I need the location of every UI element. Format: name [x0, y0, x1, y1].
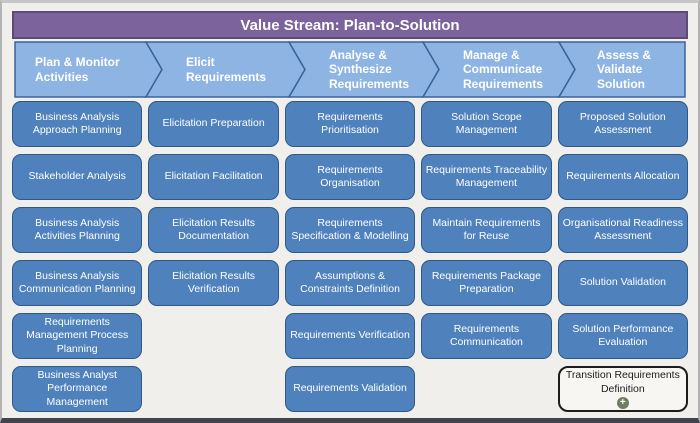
task-box[interactable]: Requirements Communication — [421, 313, 552, 359]
task-box[interactable]: Requirements Organisation — [284, 154, 416, 200]
task-box[interactable]: Maintain Requirements for Reuse — [421, 207, 552, 253]
banner: Value Stream: Plan-to-Solution — [12, 11, 688, 39]
column-analyse: Requirements Prioritisation Requirements… — [284, 101, 416, 412]
task-box[interactable]: Requirements Verification — [284, 313, 416, 359]
plus-circle-icon[interactable]: + — [616, 396, 629, 409]
task-box[interactable]: Requirements Specification & Modelling — [284, 207, 416, 253]
task-box[interactable]: Requirements Prioritisation — [284, 101, 416, 147]
transition-requirements-box[interactable]: Transition Requirements Definition + — [557, 366, 689, 412]
task-box[interactable]: Stakeholder Analysis — [12, 154, 143, 200]
task-box[interactable]: Requirements Allocation — [557, 154, 689, 200]
task-box[interactable]: Business Analysis Communication Planning — [12, 260, 143, 306]
task-box[interactable]: Solution Performance Evaluation — [557, 313, 689, 359]
transition-label: Transition Requirements Definition — [565, 369, 680, 395]
phase-plan-monitor-activities[interactable]: Plan & Monitor Activities — [35, 55, 120, 84]
column-elicit: Elicitation Preparation Elicitation Faci… — [148, 101, 279, 412]
phase-elicit-requirements[interactable]: Elicit Requirements — [186, 55, 267, 84]
page-title: Value Stream: Plan-to-Solution — [240, 16, 460, 34]
task-box[interactable]: Requirements Management Process Planning — [12, 313, 143, 359]
task-box[interactable]: Business Analyst Performance Management — [12, 366, 143, 412]
phase-band: Plan & Monitor Activities Elicit Require… — [14, 41, 686, 98]
task-box[interactable]: Business Analysis Approach Planning — [12, 101, 143, 147]
task-grid: Business Analysis Approach Planning Stak… — [2, 97, 698, 412]
task-box[interactable]: Elicitation Results Documentation — [148, 207, 279, 253]
phase-analyse-synthesize[interactable]: Analyse & Synthesize Requirements — [329, 47, 410, 91]
phase-manage-communicate[interactable]: Manage & Communicate Requirements — [463, 47, 544, 91]
phase-assess-validate[interactable]: Assess & Validate Solution — [597, 47, 652, 91]
phase-chevrons — [14, 41, 686, 98]
column-assess: Proposed Solution Assessment Requirement… — [557, 101, 689, 412]
column-manage: Solution Scope Management Requirements T… — [421, 101, 552, 412]
task-box[interactable]: Requirements Traceability Management — [421, 154, 552, 200]
task-box[interactable]: Business Analysis Activities Planning — [12, 207, 143, 253]
task-box[interactable]: Elicitation Facilitation — [148, 154, 279, 200]
task-box[interactable]: Requirements Validation — [284, 366, 416, 412]
task-box[interactable]: Proposed Solution Assessment — [557, 101, 689, 147]
task-box[interactable]: Requirements Package Preparation — [421, 260, 552, 306]
task-box[interactable]: Elicitation Preparation — [148, 101, 279, 147]
task-box[interactable]: Elicitation Results Verification — [148, 260, 279, 306]
phase-arrow-assess[interactable] — [557, 41, 686, 98]
task-box[interactable]: Solution Scope Management — [421, 101, 552, 147]
task-box[interactable]: Organisational Readiness Assessment — [557, 207, 689, 253]
task-box[interactable]: Solution Validation — [557, 260, 689, 306]
task-box[interactable]: Assumptions & Constraints Definition — [284, 260, 416, 306]
column-plan-monitor: Business Analysis Approach Planning Stak… — [12, 101, 143, 412]
